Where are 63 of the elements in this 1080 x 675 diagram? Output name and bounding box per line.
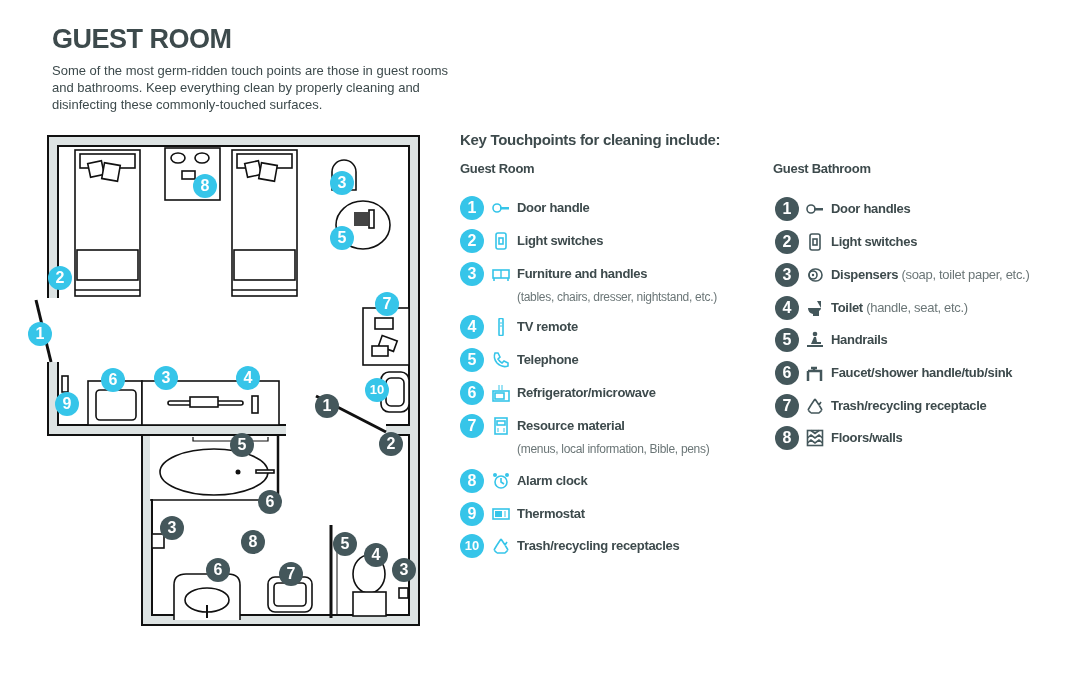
callout-number: 9 — [55, 392, 79, 416]
callout-number: 5 — [460, 348, 484, 372]
callout-number: 5 — [775, 328, 799, 352]
callout-number: 1 — [460, 196, 484, 220]
callout-number: 6 — [258, 490, 282, 514]
callout-number: 6 — [775, 361, 799, 385]
callout-number: 6 — [101, 368, 125, 392]
key-item-text: Door handles — [831, 201, 911, 217]
key-item-text: Resource material — [517, 418, 625, 434]
key-item-note: (menus, local information, Bible, pens) — [517, 441, 710, 457]
key-item-text: Refrigerator/microwave — [517, 385, 656, 401]
callout-number: 2 — [460, 229, 484, 253]
callout-number: 7 — [775, 394, 799, 418]
key-item-text: Thermostat — [517, 506, 585, 522]
intro-paragraph: Some of the most germ-ridden touch points are those in guest rooms and bathrooms. Keep everything clean by properly cleaning and disinfecting these commonly-touched surfaces. — [52, 62, 449, 113]
callout-number: 6 — [460, 381, 484, 405]
callout-number: 3 — [330, 171, 354, 195]
callout-number: 3 — [775, 263, 799, 287]
column-heading: Guest Room — [460, 161, 535, 177]
callout-number: 10 — [460, 534, 484, 558]
key-item-text: Toilet (handle, seat, etc.) — [831, 300, 968, 316]
key-item-text: Furniture and handles — [517, 266, 648, 282]
key-item-text: Alarm clock — [517, 473, 588, 489]
callout-number: 3 — [160, 516, 184, 540]
callout-number: 7 — [460, 414, 484, 438]
callout-number: 3 — [392, 558, 416, 582]
callout-number: 4 — [364, 543, 388, 567]
callout-number: 8 — [241, 530, 265, 554]
key-item-text: Dispensers (soap, toilet paper, etc.) — [831, 267, 1030, 283]
callout-number: 10 — [365, 378, 389, 402]
callout-number: 8 — [775, 426, 799, 450]
key-item-text: Floors/walls — [831, 430, 903, 446]
callout-number: 6 — [206, 558, 230, 582]
key-item-text: Faucet/shower handle/tub/sink — [831, 365, 1013, 381]
callout-number: 2 — [775, 230, 799, 254]
callout-number: 1 — [775, 197, 799, 221]
callout-number: 9 — [460, 502, 484, 526]
key-item-text: Trash/recycling receptacles — [517, 538, 680, 554]
callout-number: 4 — [236, 366, 260, 390]
callout-number: 2 — [379, 432, 403, 456]
callout-number: 3 — [154, 366, 178, 390]
column-heading: Guest Bathroom — [773, 161, 871, 177]
key-item-text: Trash/recycling receptacle — [831, 398, 987, 414]
callout-number: 1 — [28, 322, 52, 346]
callout-number: 5 — [330, 226, 354, 250]
callout-number: 4 — [775, 296, 799, 320]
key-item-text: Light switches — [517, 233, 604, 249]
callout-number: 4 — [460, 315, 484, 339]
callout-number: 8 — [460, 469, 484, 493]
key-item-text: TV remote — [517, 319, 578, 335]
callout-number: 7 — [279, 562, 303, 586]
key-heading: Key Touchpoints for cleaning include: — [460, 131, 721, 149]
callout-number: 2 — [48, 266, 72, 290]
callout-number: 1 — [315, 394, 339, 418]
key-item-text: Light switches — [831, 234, 918, 250]
callout-number: 5 — [333, 532, 357, 556]
heading: GUEST ROOM — [52, 24, 232, 55]
key-item-text: Handrails — [831, 332, 888, 348]
callout-number: 7 — [375, 292, 399, 316]
callout-number: 3 — [460, 262, 484, 286]
key-item-text: Door handle — [517, 200, 590, 216]
key-item-text: Telephone — [517, 352, 579, 368]
key-item-note: (tables, chairs, dresser, nightstand, etc.) — [517, 289, 717, 305]
